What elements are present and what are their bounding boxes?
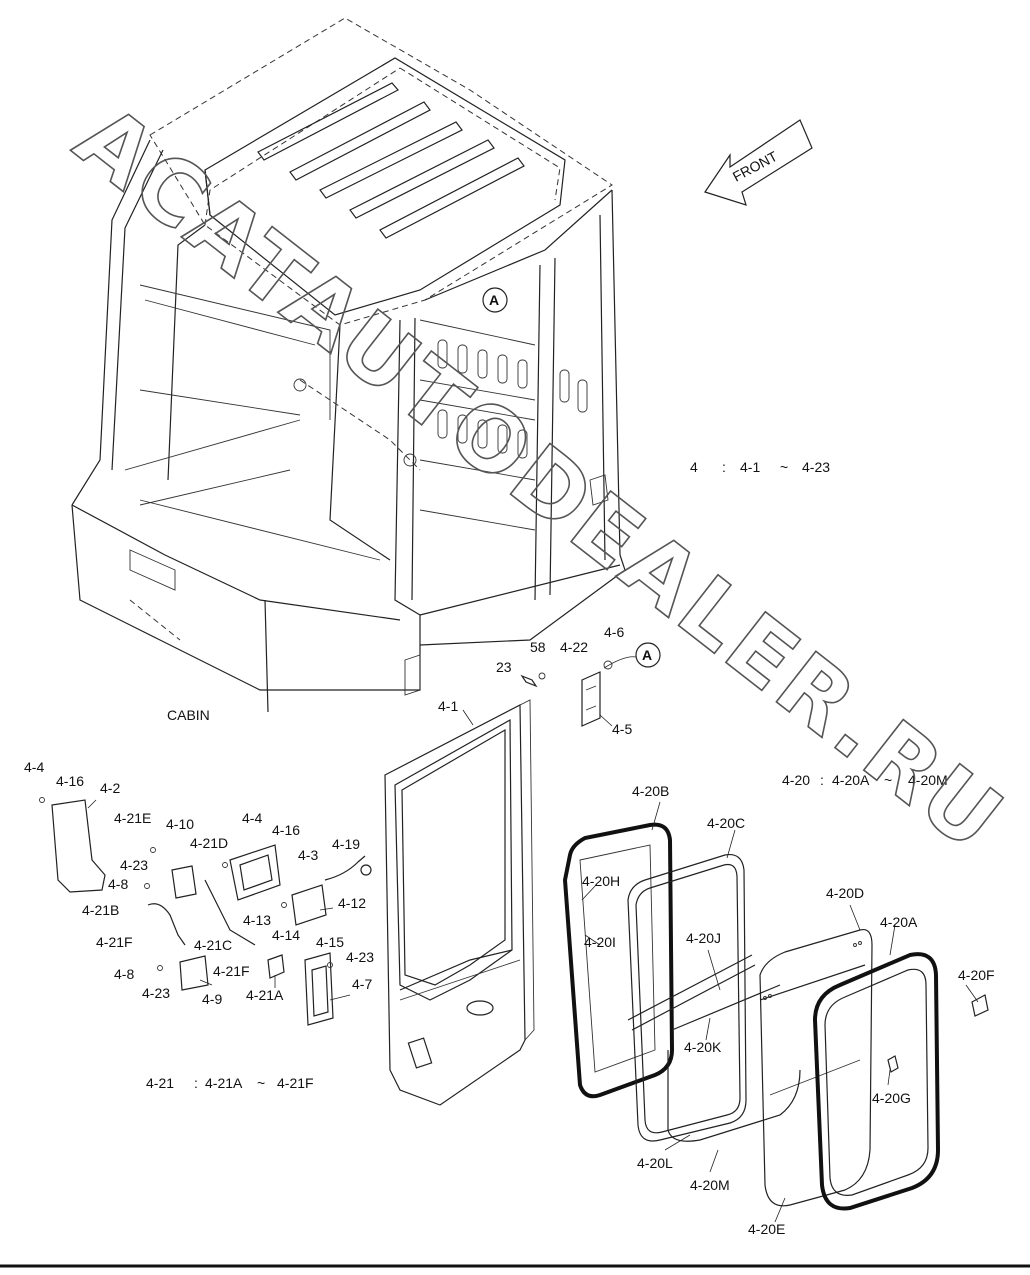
- front-arrow-label: FRONT: [730, 148, 780, 185]
- group-note-4-20: 4-20 : 4-20A ~ 4-20M: [782, 772, 948, 788]
- group-note-4-sep: :: [722, 459, 726, 475]
- part-label: 4-5: [612, 721, 632, 737]
- part-label: 4-12: [338, 895, 366, 911]
- detail-marker-a-bottom: A: [642, 647, 652, 663]
- window-seal-4-20a: [812, 952, 941, 1211]
- door-parts-left: [51, 799, 372, 1026]
- part-label: 4-20F: [958, 967, 995, 983]
- hinge-drawing: [520, 660, 613, 727]
- part-label: 4-23: [142, 985, 170, 1001]
- part-label: 58: [530, 639, 546, 655]
- group-note-4-num: 4: [690, 459, 698, 475]
- part-label: 4-21C: [194, 937, 232, 953]
- part-label: 4-20E: [748, 1221, 785, 1237]
- part-label: 4-21F: [213, 963, 250, 979]
- glass-4-20c: [627, 853, 756, 1142]
- part-label: 4-20J: [686, 930, 721, 946]
- glass-4-20e: [759, 928, 873, 1207]
- part-label: 4-19: [332, 836, 360, 852]
- group-note-421-sep: :: [194, 1075, 198, 1091]
- group-note-420-num: 4-20: [782, 772, 810, 788]
- part-label: 4-21B: [82, 902, 119, 918]
- part-label: 4-22: [560, 639, 588, 655]
- part-label: 4-20I: [584, 934, 616, 950]
- part-label: 4-16: [56, 773, 84, 789]
- part-label: 4-7: [352, 976, 372, 992]
- group-note-4-to: 4-23: [802, 459, 830, 475]
- part-label: 4-20H: [582, 873, 620, 889]
- group-note-421-to: 4-21F: [277, 1075, 314, 1091]
- part-label: 4-9: [202, 991, 222, 1007]
- group-note-420-from: 4-20A: [832, 772, 870, 788]
- cabin-frame-drawing: [71, 17, 626, 713]
- cabin-caption: CABIN: [167, 707, 210, 723]
- part-label: 4-4: [242, 810, 262, 826]
- group-note-421-num: 4-21: [146, 1075, 174, 1091]
- part-label: 4-8: [114, 966, 134, 982]
- group-note-4: 4 : 4-1 ~ 4-23: [690, 459, 830, 475]
- part-label: 4-21A: [246, 987, 284, 1003]
- part-label: 4-21E: [114, 810, 151, 826]
- leader-lines: [87, 709, 979, 1223]
- detail-callout-a-top: A: [482, 287, 508, 313]
- part-label: 4-6: [604, 624, 624, 640]
- watermark: ACATAUTODEALER.RU: [56, 85, 1024, 874]
- group-note-420-to: 4-20M: [908, 772, 948, 788]
- fasteners: [39, 797, 862, 1000]
- detail-marker-a-top: A: [489, 292, 499, 308]
- part-label: 4-10: [166, 816, 194, 832]
- part-label: 4-23: [120, 857, 148, 873]
- cabin-label: CABIN: [167, 707, 210, 723]
- group-note-421-tilde: ~: [257, 1075, 265, 1091]
- detail-callout-a-bottom: A: [635, 642, 661, 668]
- part-label: 4-2: [100, 780, 120, 796]
- group-note-420-tilde: ~: [884, 772, 892, 788]
- group-note-421-from: 4-21A: [205, 1075, 243, 1091]
- part-label: 4-21D: [190, 835, 228, 851]
- group-note-4-tilde: ~: [780, 459, 788, 475]
- part-label: 4-14: [272, 927, 300, 943]
- part-label: 4-20L: [637, 1155, 673, 1171]
- part-labels: 23 58 4-22 4-6 4-5 4-1 4-4 4-16 4-2 4-21…: [24, 624, 995, 1237]
- front-direction-arrow: FRONT: [704, 119, 813, 206]
- group-note-4-21: 4-21 : 4-21A ~ 4-21F: [146, 1075, 314, 1091]
- door-drawing: [384, 699, 535, 1106]
- watermark-text: ACATAUTODEALER.RU: [57, 85, 1024, 872]
- part-label: 4-21F: [96, 934, 133, 950]
- part-label: 4-15: [316, 934, 344, 950]
- rubber-strips: [667, 984, 989, 1142]
- part-label: 4-23: [346, 949, 374, 965]
- part-label: 23: [496, 659, 512, 675]
- part-label: 4-8: [108, 876, 128, 892]
- part-label: 4-3: [298, 847, 318, 863]
- group-note-420-sep: :: [820, 772, 824, 788]
- part-label: 4-13: [243, 912, 271, 928]
- part-label: 4-1: [438, 698, 458, 714]
- group-note-4-from: 4-1: [740, 459, 760, 475]
- part-label: 4-20C: [707, 815, 745, 831]
- part-label: 4-4: [24, 759, 44, 775]
- part-label: 4-20K: [684, 1039, 722, 1055]
- part-label: 4-20B: [632, 783, 669, 799]
- part-label: 4-16: [272, 822, 300, 838]
- part-label: 4-20M: [690, 1177, 730, 1193]
- part-label: 4-20G: [872, 1090, 911, 1106]
- part-label: 4-20A: [880, 914, 918, 930]
- part-label: 4-20D: [826, 885, 864, 901]
- window-seal-4-20b: [562, 822, 675, 1099]
